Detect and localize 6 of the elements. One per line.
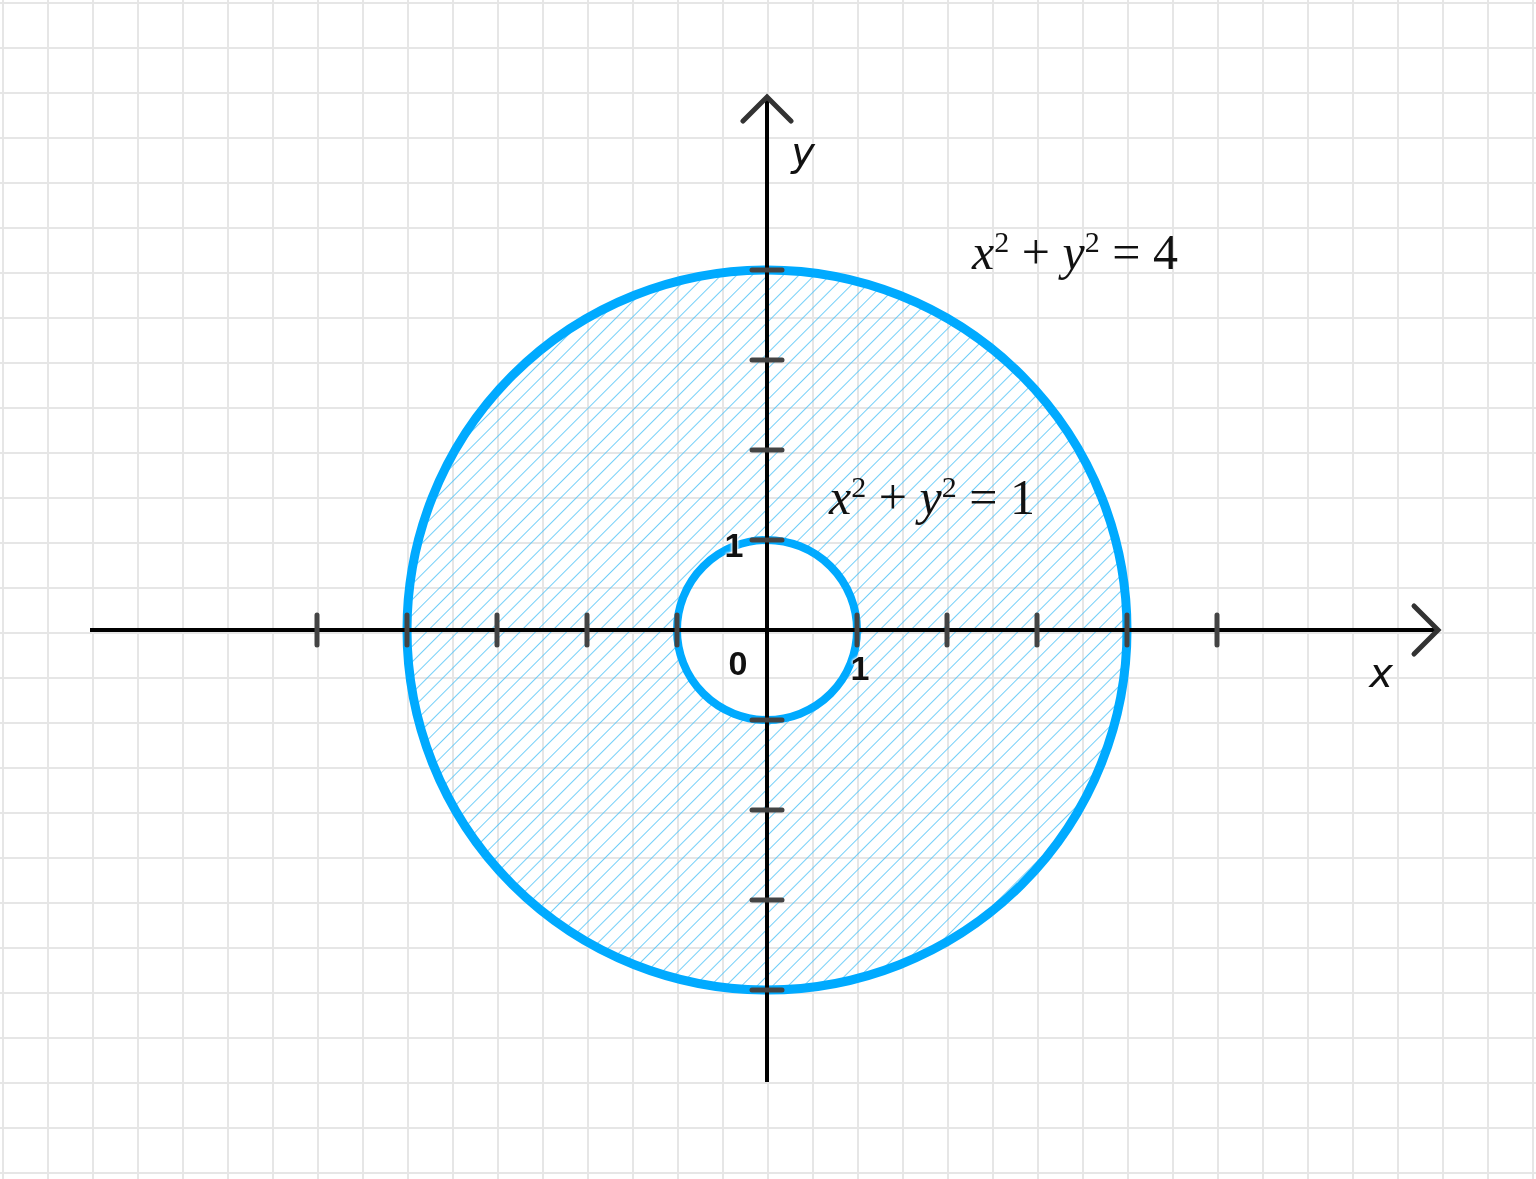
axis-label: y — [791, 132, 815, 172]
axis-label: x — [1369, 653, 1393, 693]
equation-label: x$^{2}$ + y$^{2}$ = 4 — [972, 226, 1178, 278]
equation-label: x$^{2}$ + y$^{2}$ = 1 — [829, 471, 1035, 523]
tick-label: 1 — [850, 651, 870, 685]
origin-label: 0 — [728, 646, 748, 680]
